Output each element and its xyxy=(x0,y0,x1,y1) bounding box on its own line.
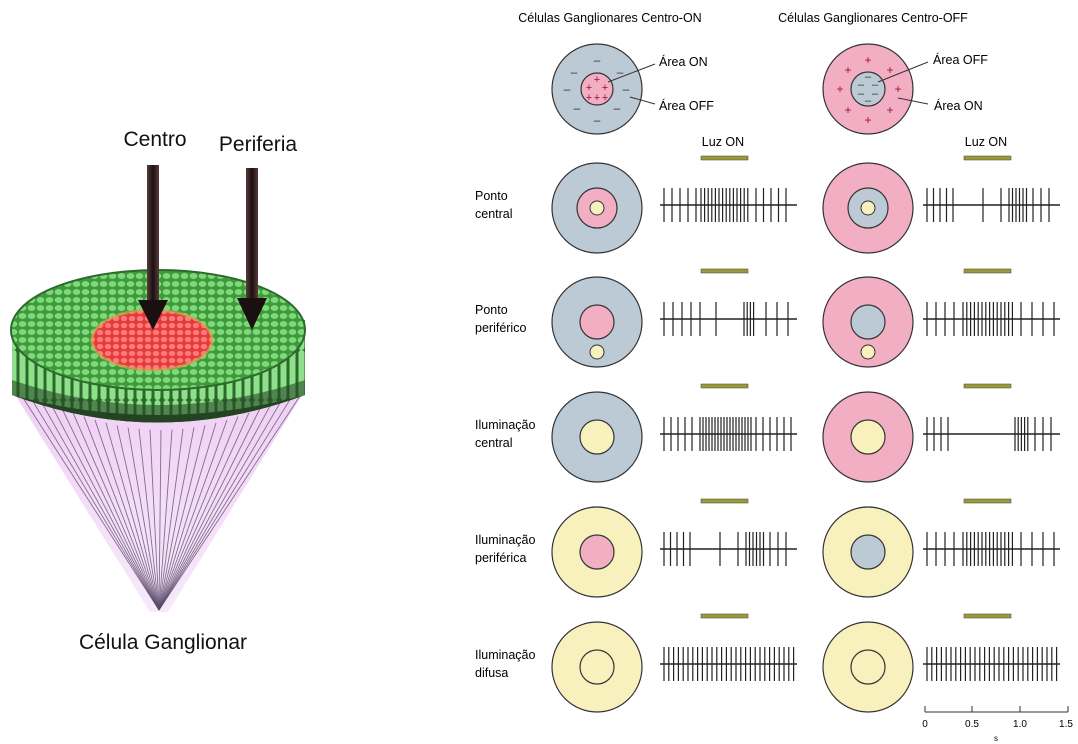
center-arrow xyxy=(138,165,168,330)
svg-text:–: – xyxy=(571,65,578,79)
light-on-label-off: Luz ON xyxy=(965,135,1007,149)
on-legend-center-label: Área ON xyxy=(659,54,708,69)
row-label-line2: central xyxy=(475,436,513,450)
svg-text:+: + xyxy=(864,113,871,127)
off-field-center xyxy=(851,420,885,454)
light-on-bar xyxy=(964,614,1011,618)
off-legend-surround-label: Área ON xyxy=(934,98,983,113)
svg-text:+: + xyxy=(844,63,851,77)
svg-text:–: – xyxy=(564,82,571,96)
light-on-bar xyxy=(964,499,1011,503)
row-label-line1: Ponto xyxy=(475,189,508,203)
center-label: Centro xyxy=(123,128,186,151)
light-on-bar xyxy=(964,156,1011,160)
svg-text:+: + xyxy=(886,103,893,117)
light-spot xyxy=(861,345,875,359)
row-label-line2: difusa xyxy=(475,666,508,680)
on-column-title: Células Ganglionares Centro-ON xyxy=(518,11,701,25)
row-label-line1: Iluminação xyxy=(475,533,535,547)
svg-text:–: – xyxy=(623,82,630,96)
off-center-legend: ––– ––– +++ +++ ++ Área OFF Área ON xyxy=(823,44,988,134)
light-on-label-on: Luz ON xyxy=(702,135,744,149)
row-label-line2: periférica xyxy=(475,551,526,565)
light-spot xyxy=(590,345,604,359)
svg-text:+: + xyxy=(864,53,871,67)
svg-text:–: – xyxy=(865,95,872,107)
svg-text:–: – xyxy=(858,88,865,100)
on-field-center xyxy=(580,535,614,569)
svg-text:–: – xyxy=(594,113,601,127)
svg-text:+: + xyxy=(594,92,600,104)
light-spot xyxy=(590,201,604,215)
periphery-arrow xyxy=(237,168,267,330)
off-field-center xyxy=(851,650,885,684)
row-label-line2: central xyxy=(475,207,513,221)
light-on-bar xyxy=(964,384,1011,388)
stimulus-row: Ponto periférico xyxy=(475,269,1060,367)
scale-tick-1: 0.5 xyxy=(965,719,979,730)
svg-text:+: + xyxy=(844,103,851,117)
stimulus-row: Iluminação periférica xyxy=(475,499,1060,597)
scale-unit: s xyxy=(994,734,998,743)
on-field-center xyxy=(580,650,614,684)
svg-text:+: + xyxy=(894,82,901,96)
light-on-bar xyxy=(701,269,748,273)
ganglion-cell-caption: Célula Ganglionar xyxy=(79,631,247,654)
svg-text:–: – xyxy=(594,53,601,67)
svg-text:+: + xyxy=(836,82,843,96)
svg-text:+: + xyxy=(886,63,893,77)
on-field-center xyxy=(580,420,614,454)
row-label-line1: Iluminação xyxy=(475,418,535,432)
on-field-center xyxy=(580,305,614,339)
svg-text:+: + xyxy=(586,92,592,104)
scale-tick-2: 1.0 xyxy=(1013,719,1027,730)
light-on-bar xyxy=(964,269,1011,273)
off-column-title: Células Ganglionares Centro-OFF xyxy=(778,11,968,25)
off-field-center xyxy=(851,535,885,569)
off-field-center xyxy=(851,305,885,339)
light-on-bar xyxy=(701,499,748,503)
row-label-line2: periférico xyxy=(475,321,526,335)
stimulus-row: Iluminação difusa xyxy=(475,614,1060,712)
svg-text:–: – xyxy=(614,101,621,115)
scale-tick-3: 1.5 xyxy=(1059,719,1073,730)
light-spot xyxy=(861,201,875,215)
svg-text:+: + xyxy=(594,74,600,86)
row-label-line1: Ponto xyxy=(475,303,508,317)
stimulus-row: Ponto central xyxy=(475,156,1060,253)
receptive-field-panel: Células Ganglionares Centro-ON Células G… xyxy=(475,11,1073,743)
off-legend-center-label: Área OFF xyxy=(933,52,988,67)
stimulus-row: Iluminação central xyxy=(475,384,1060,482)
light-on-bar xyxy=(701,614,748,618)
scale-tick-0: 0 xyxy=(922,719,928,730)
ganglion-cell-illustration: Centro Periferia Célula Ganglionar xyxy=(11,128,305,654)
time-scale: 0 0.5 1.0 1.5 s xyxy=(922,706,1073,743)
on-legend-surround-label: Área OFF xyxy=(659,98,714,113)
svg-text:–: – xyxy=(872,88,879,100)
light-on-bar xyxy=(701,384,748,388)
svg-text:+: + xyxy=(602,92,608,104)
on-center-legend: +++ +++ ––– ––– –– Área ON Área OFF xyxy=(552,44,714,134)
periphery-label: Periferia xyxy=(219,133,298,156)
svg-text:–: – xyxy=(865,71,872,83)
stimulus-rows: PontocentralPontoperiféricoIluminaçãocen… xyxy=(475,156,1060,712)
svg-text:–: – xyxy=(574,101,581,115)
row-label-line1: Iluminação xyxy=(475,648,535,662)
light-on-bar xyxy=(701,156,748,160)
